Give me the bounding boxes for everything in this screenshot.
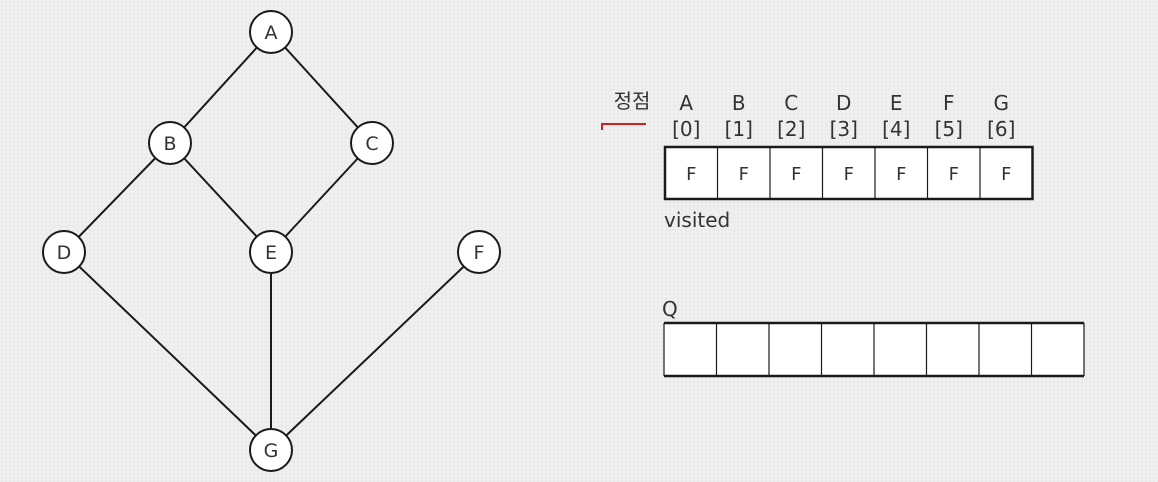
graph-node-a: A	[249, 10, 293, 54]
graph-node-g: G	[249, 428, 293, 472]
vertex-index-5: [5]	[935, 117, 963, 141]
node-circle	[42, 230, 86, 274]
visited-array-frame	[663, 145, 1034, 201]
visited-cell-value: F	[949, 164, 959, 185]
edge-a-c	[270, 31, 373, 144]
vertex-index-2: [2]	[777, 117, 805, 141]
visited-cell-value: F	[844, 164, 854, 185]
graph-edges	[63, 31, 480, 451]
node-circle	[148, 121, 192, 165]
vertex-index-1: [1]	[725, 117, 753, 141]
node-label: G	[264, 440, 279, 462]
node-label: D	[57, 242, 72, 264]
visited-label: visited	[664, 208, 730, 232]
node-label: F	[474, 242, 485, 264]
node-label: E	[265, 242, 277, 264]
visited-cell-value: F	[739, 164, 749, 185]
visited-cell-value: F	[896, 164, 906, 185]
vertex-header-f: F	[943, 91, 955, 115]
graph-nodes: A B C D E F G	[42, 10, 501, 472]
graph-node-c: C	[350, 121, 394, 165]
edge-a-b	[169, 31, 272, 144]
queue-cells	[663, 321, 1085, 378]
vertex-header-a: A	[679, 91, 693, 115]
queue: Q	[662, 297, 1085, 378]
pointer-mark-icon	[601, 123, 646, 130]
node-circle	[249, 230, 293, 274]
node-circle	[457, 230, 501, 274]
vertex-header-d: D	[836, 91, 851, 115]
vertex-header-label: 정점	[614, 89, 651, 113]
queue-label: Q	[662, 297, 678, 321]
vertex-header-b: B	[732, 91, 746, 115]
vertex-index-0: [0]	[672, 117, 700, 141]
visited-cell-value: F	[791, 164, 801, 185]
edge-d-g	[63, 251, 272, 451]
vertex-index-4: [4]	[882, 117, 910, 141]
graph-node-e: E	[249, 230, 293, 274]
vertex-index-6: [6]	[987, 117, 1015, 141]
graph-node-b: B	[148, 121, 192, 165]
graph-node-f: F	[457, 230, 501, 274]
edge-b-d	[63, 142, 171, 253]
vertex-index-3: [3]	[830, 117, 858, 141]
visited-headers: A[0] B[1] C[2] D[3] E[4] F[5] G[6]	[672, 91, 1015, 141]
edge-b-e	[169, 142, 272, 253]
node-label: A	[265, 22, 278, 44]
vertex-header-e: E	[890, 91, 903, 115]
vertex-header-c: C	[784, 91, 798, 115]
node-label: B	[163, 133, 176, 155]
visited-cell-value: F	[686, 164, 696, 185]
visited-cell-value: F	[1001, 164, 1011, 185]
edge-c-e	[270, 142, 373, 253]
graph-node-d: D	[42, 230, 86, 274]
vertex-header-g: G	[994, 91, 1010, 115]
node-circle	[249, 10, 293, 54]
node-circle	[249, 428, 293, 472]
node-label: C	[365, 133, 378, 155]
node-circle	[350, 121, 394, 165]
edge-f-g	[270, 251, 480, 451]
